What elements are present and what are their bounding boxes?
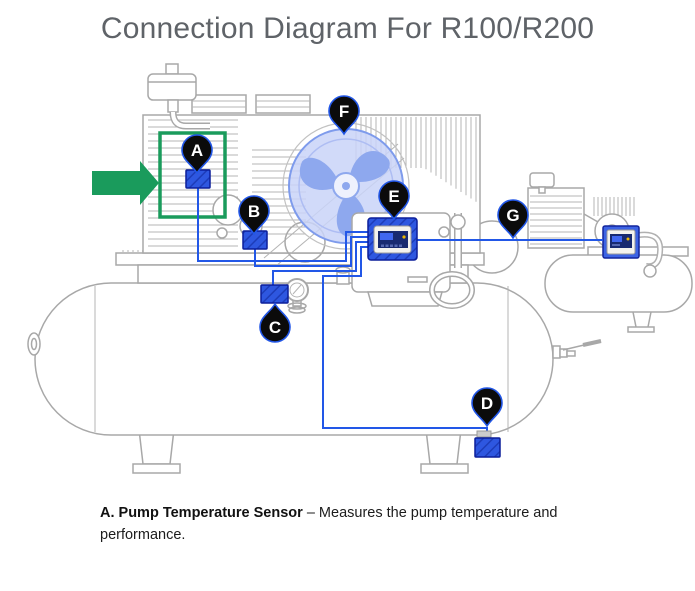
caption-term: A. Pump Temperature Sensor	[100, 505, 303, 521]
highlight-arrow	[92, 161, 159, 205]
pin-d-label: D	[481, 394, 493, 413]
pin-b[interactable]: B	[238, 195, 270, 235]
caption-description: Measures the pump temperature and perfor…	[100, 505, 558, 544]
pin-g-label: G	[506, 206, 519, 225]
main-compressor-illustration	[27, 63, 602, 474]
pin-f[interactable]: F	[328, 95, 360, 135]
pin-g[interactable]: G	[497, 199, 529, 239]
pin-f-label: F	[339, 102, 349, 121]
pin-e[interactable]: E	[378, 180, 410, 220]
main-controller	[367, 217, 418, 261]
sensor-wires	[197, 188, 603, 438]
sensor-box-c	[260, 284, 289, 304]
caption-dash: –	[306, 505, 315, 521]
secondary-controller	[602, 225, 640, 259]
pressure-gauge	[285, 278, 309, 314]
pin-d[interactable]: D	[471, 387, 503, 427]
led-indicator	[402, 235, 406, 239]
sensor-box-d	[474, 437, 501, 458]
pin-e-label: E	[388, 187, 399, 206]
pin-c[interactable]: C	[259, 303, 291, 343]
pin-a-label: A	[191, 141, 203, 160]
secondary-compressor-illustration	[465, 172, 693, 333]
drain-valve	[552, 339, 602, 359]
caption: A. Pump Temperature Sensor – Measures th…	[100, 502, 597, 547]
highlight-box	[158, 131, 227, 219]
controller-screen	[380, 233, 393, 240]
pin-a[interactable]: A	[181, 134, 213, 174]
led-indicator	[626, 237, 630, 241]
pin-b-label: B	[248, 202, 260, 221]
air-filter	[147, 63, 210, 130]
page-title: Connection Diagram For R100/R200	[100, 12, 595, 45]
pin-c-label: C	[269, 318, 281, 337]
